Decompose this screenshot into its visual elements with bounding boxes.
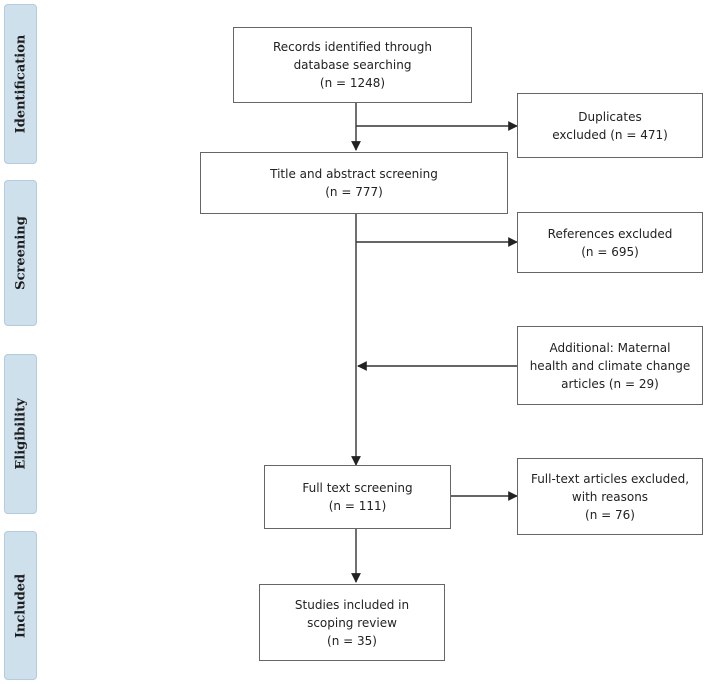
full-text-screening-line-1: Full text screening xyxy=(302,481,413,495)
full-text-excluded-line-1: Full-text articles excluded, xyxy=(530,471,690,486)
title-abstract-count: (n = 777) xyxy=(325,185,383,199)
full-text-excluded-box: Full-text articles excluded, with reason… xyxy=(517,458,703,535)
full-text-screening-count: (n = 111) xyxy=(328,499,387,513)
stage-identification: Identification xyxy=(4,4,37,164)
title-abstract-screening-box: Title and abstract screening (n = 777) xyxy=(200,152,508,214)
records-identified-line-1: Records identified through xyxy=(272,40,433,54)
studies-included-line-2: scoping review xyxy=(307,615,397,630)
stage-eligibility: Eligibility xyxy=(4,354,37,514)
stage-included: Included xyxy=(4,531,37,680)
records-identified-box: Records identified through database sear… xyxy=(233,27,472,103)
references-excluded-box: References excluded (n = 695) xyxy=(517,212,703,273)
full-text-excluded-line-2: with reasons xyxy=(571,489,649,504)
additional-articles-box: Additional: Maternal health and climate … xyxy=(517,326,703,405)
title-abstract-line-1: Title and abstract screening xyxy=(270,167,438,181)
records-identified-count: (n = 1248) xyxy=(319,76,386,90)
additional-articles-line-2: health and climate change xyxy=(529,358,691,373)
references-excluded-count: (n = 695) xyxy=(581,244,639,259)
duplicates-excluded-line-2: excluded (n = 471) xyxy=(552,127,668,142)
additional-articles-line-3: articles (n = 29) xyxy=(561,376,659,391)
studies-included-count: (n = 35) xyxy=(327,633,377,648)
duplicates-excluded-box: Duplicates excluded (n = 471) xyxy=(517,93,703,158)
records-identified-line-2: database searching xyxy=(293,58,412,72)
full-text-screening-box: Full text screening (n = 111) xyxy=(264,465,451,529)
studies-included-line-1: Studies included in xyxy=(294,597,410,612)
duplicates-excluded-line-1: Duplicates xyxy=(578,109,642,124)
additional-articles-line-1: Additional: Maternal xyxy=(549,340,671,355)
studies-included-box: Studies included in scoping review (n = … xyxy=(259,584,445,661)
references-excluded-line-1: References excluded xyxy=(547,226,673,241)
stage-screening: Screening xyxy=(4,180,37,326)
full-text-excluded-count: (n = 76) xyxy=(585,507,635,522)
